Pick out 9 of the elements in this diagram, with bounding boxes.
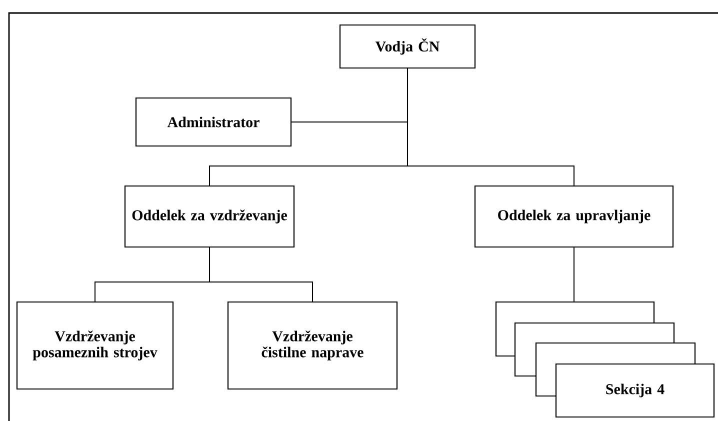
org-box: Vzdrževanje čistilne naprave [227,301,398,390]
org-box: Vzdrževanje posameznih strojev [16,301,174,390]
connector-line [407,68,574,186]
org-box: Oddelek za vzdrževanje [124,185,295,248]
org-box: Vodja ČN [339,24,476,69]
connector-line [209,247,313,302]
org-box: Oddelek za upravljanje [474,185,674,248]
org-box: Administrator [135,97,292,147]
org-box: Sekcija 4 [555,363,715,418]
